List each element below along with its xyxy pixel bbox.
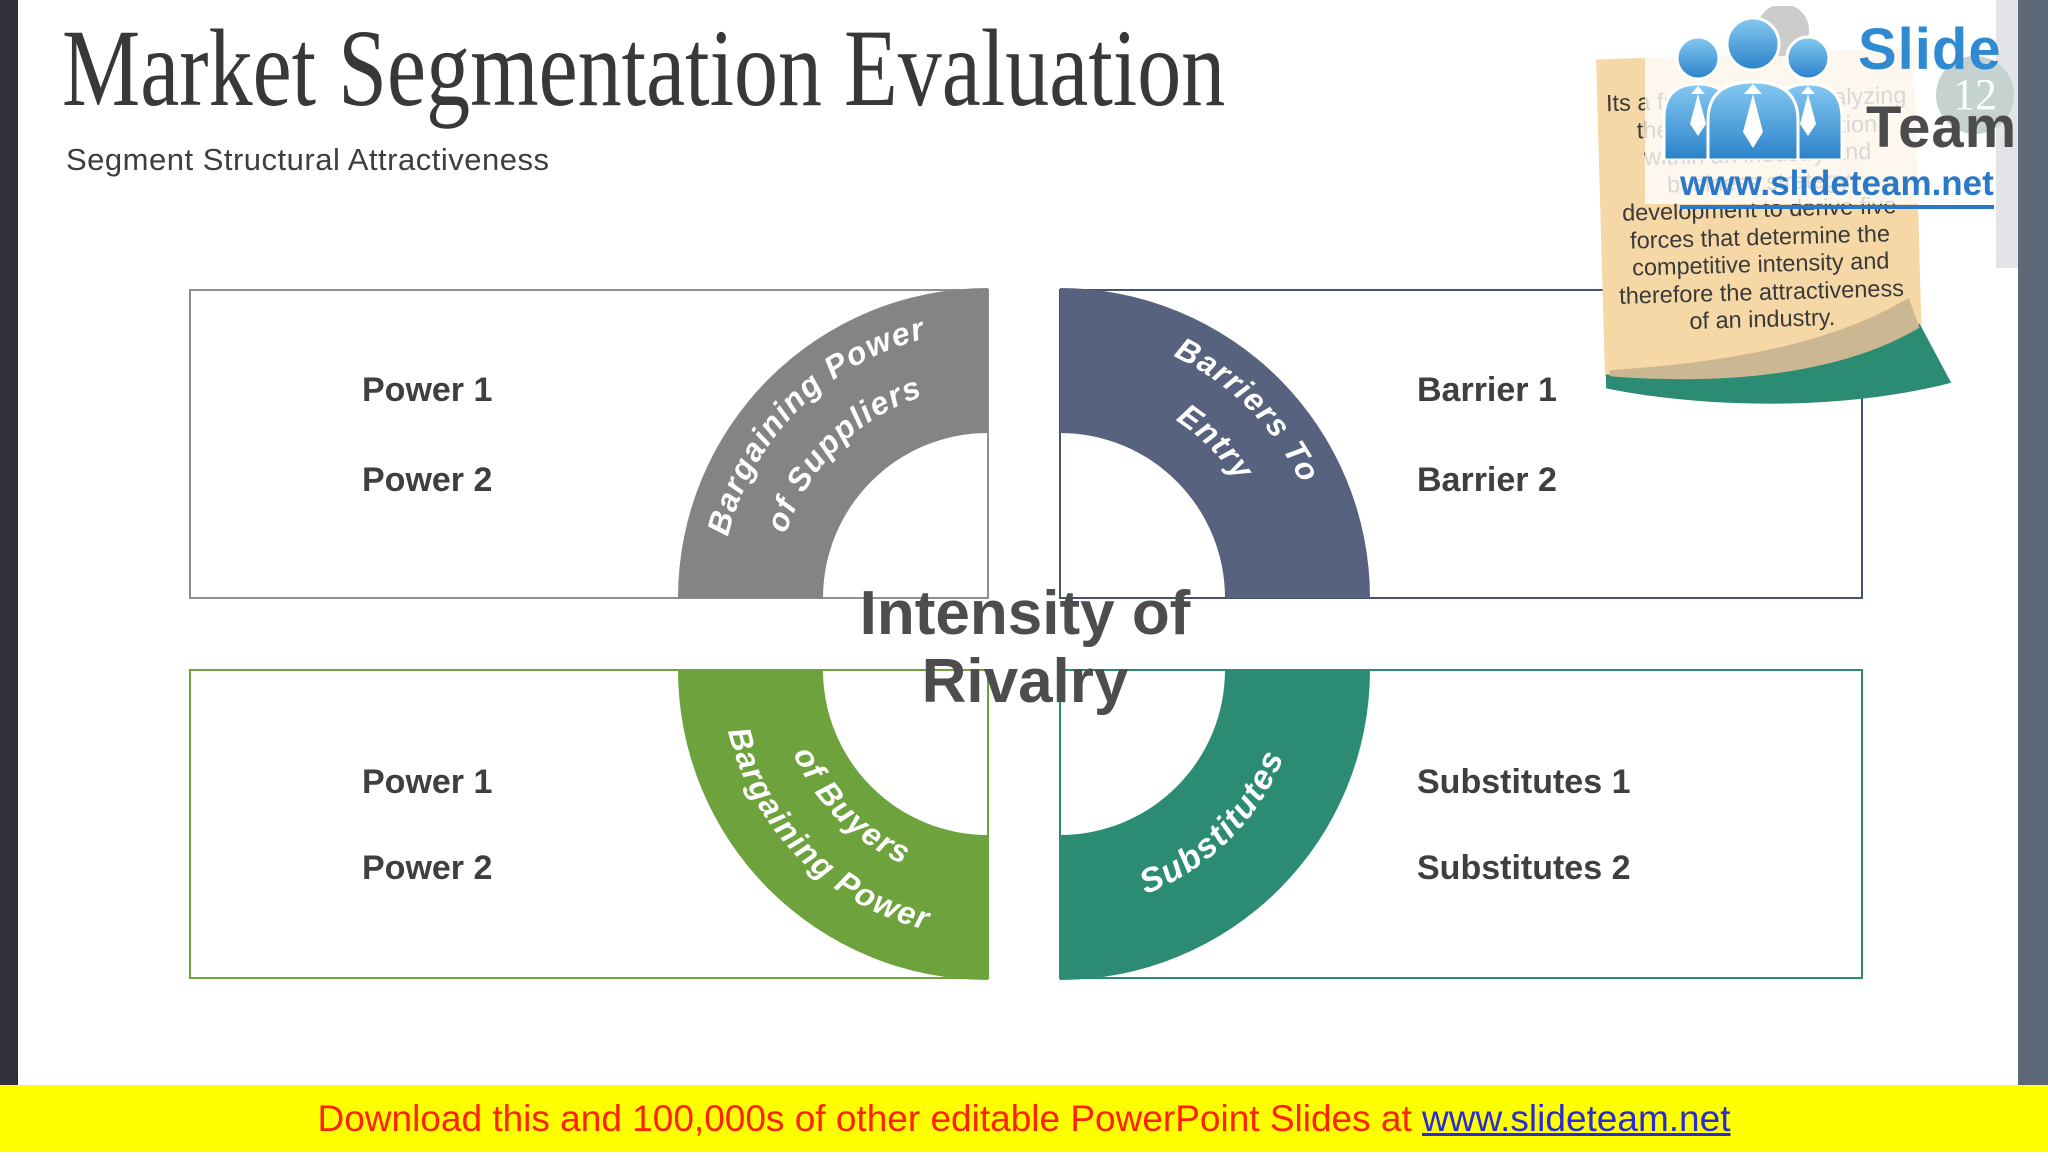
left-edge-bar [0,0,18,1085]
substitutes-item-1: Substitutes 1 [1417,763,1631,801]
suppliers-item-2: Power 2 [362,461,493,499]
suppliers-arc [678,288,988,598]
buyers-item-2: Power 2 [362,849,493,887]
logo-website-link[interactable]: www.slideteam.net [1680,164,1994,209]
sticky-note: Its a framework for analyzing the level … [1590,37,1952,456]
page-subtitle: Segment Structural Attractiveness [66,142,550,177]
buyers-item-1: Power 1 [362,763,493,801]
right-edge-bar [2018,0,2048,1085]
page-title: Market Segmentation Evaluation [62,7,1226,129]
entry-item-1: Barrier 1 [1417,371,1557,409]
footer-website-link[interactable]: www.slideteam.net [1422,1098,1731,1139]
logo-brand-slide[interactable]: Slide [1858,17,2002,82]
substitutes-arc [1060,670,1370,980]
buyers-arc [678,670,988,980]
slideteam-people-icon [1662,6,1844,160]
entry-arc [1060,288,1370,598]
page-number-badge: 12 [1936,56,2014,134]
footer-banner: Download this and 100,000s of other edit… [0,1085,2048,1152]
logo-website-link-text[interactable]: www.slideteam.net [1680,164,1994,209]
logo-brand-team[interactable]: Team [1866,95,2018,160]
entry-item-2: Barrier 2 [1417,461,1557,499]
substitutes-item-2: Substitutes 2 [1417,849,1631,887]
suppliers-item-1: Power 1 [362,371,493,409]
footer-message: Download this and 100,000s of other edit… [317,1098,1423,1139]
center-label: Intensity of Rivalry [859,579,1191,716]
sticky-note-fold [1605,297,1952,404]
